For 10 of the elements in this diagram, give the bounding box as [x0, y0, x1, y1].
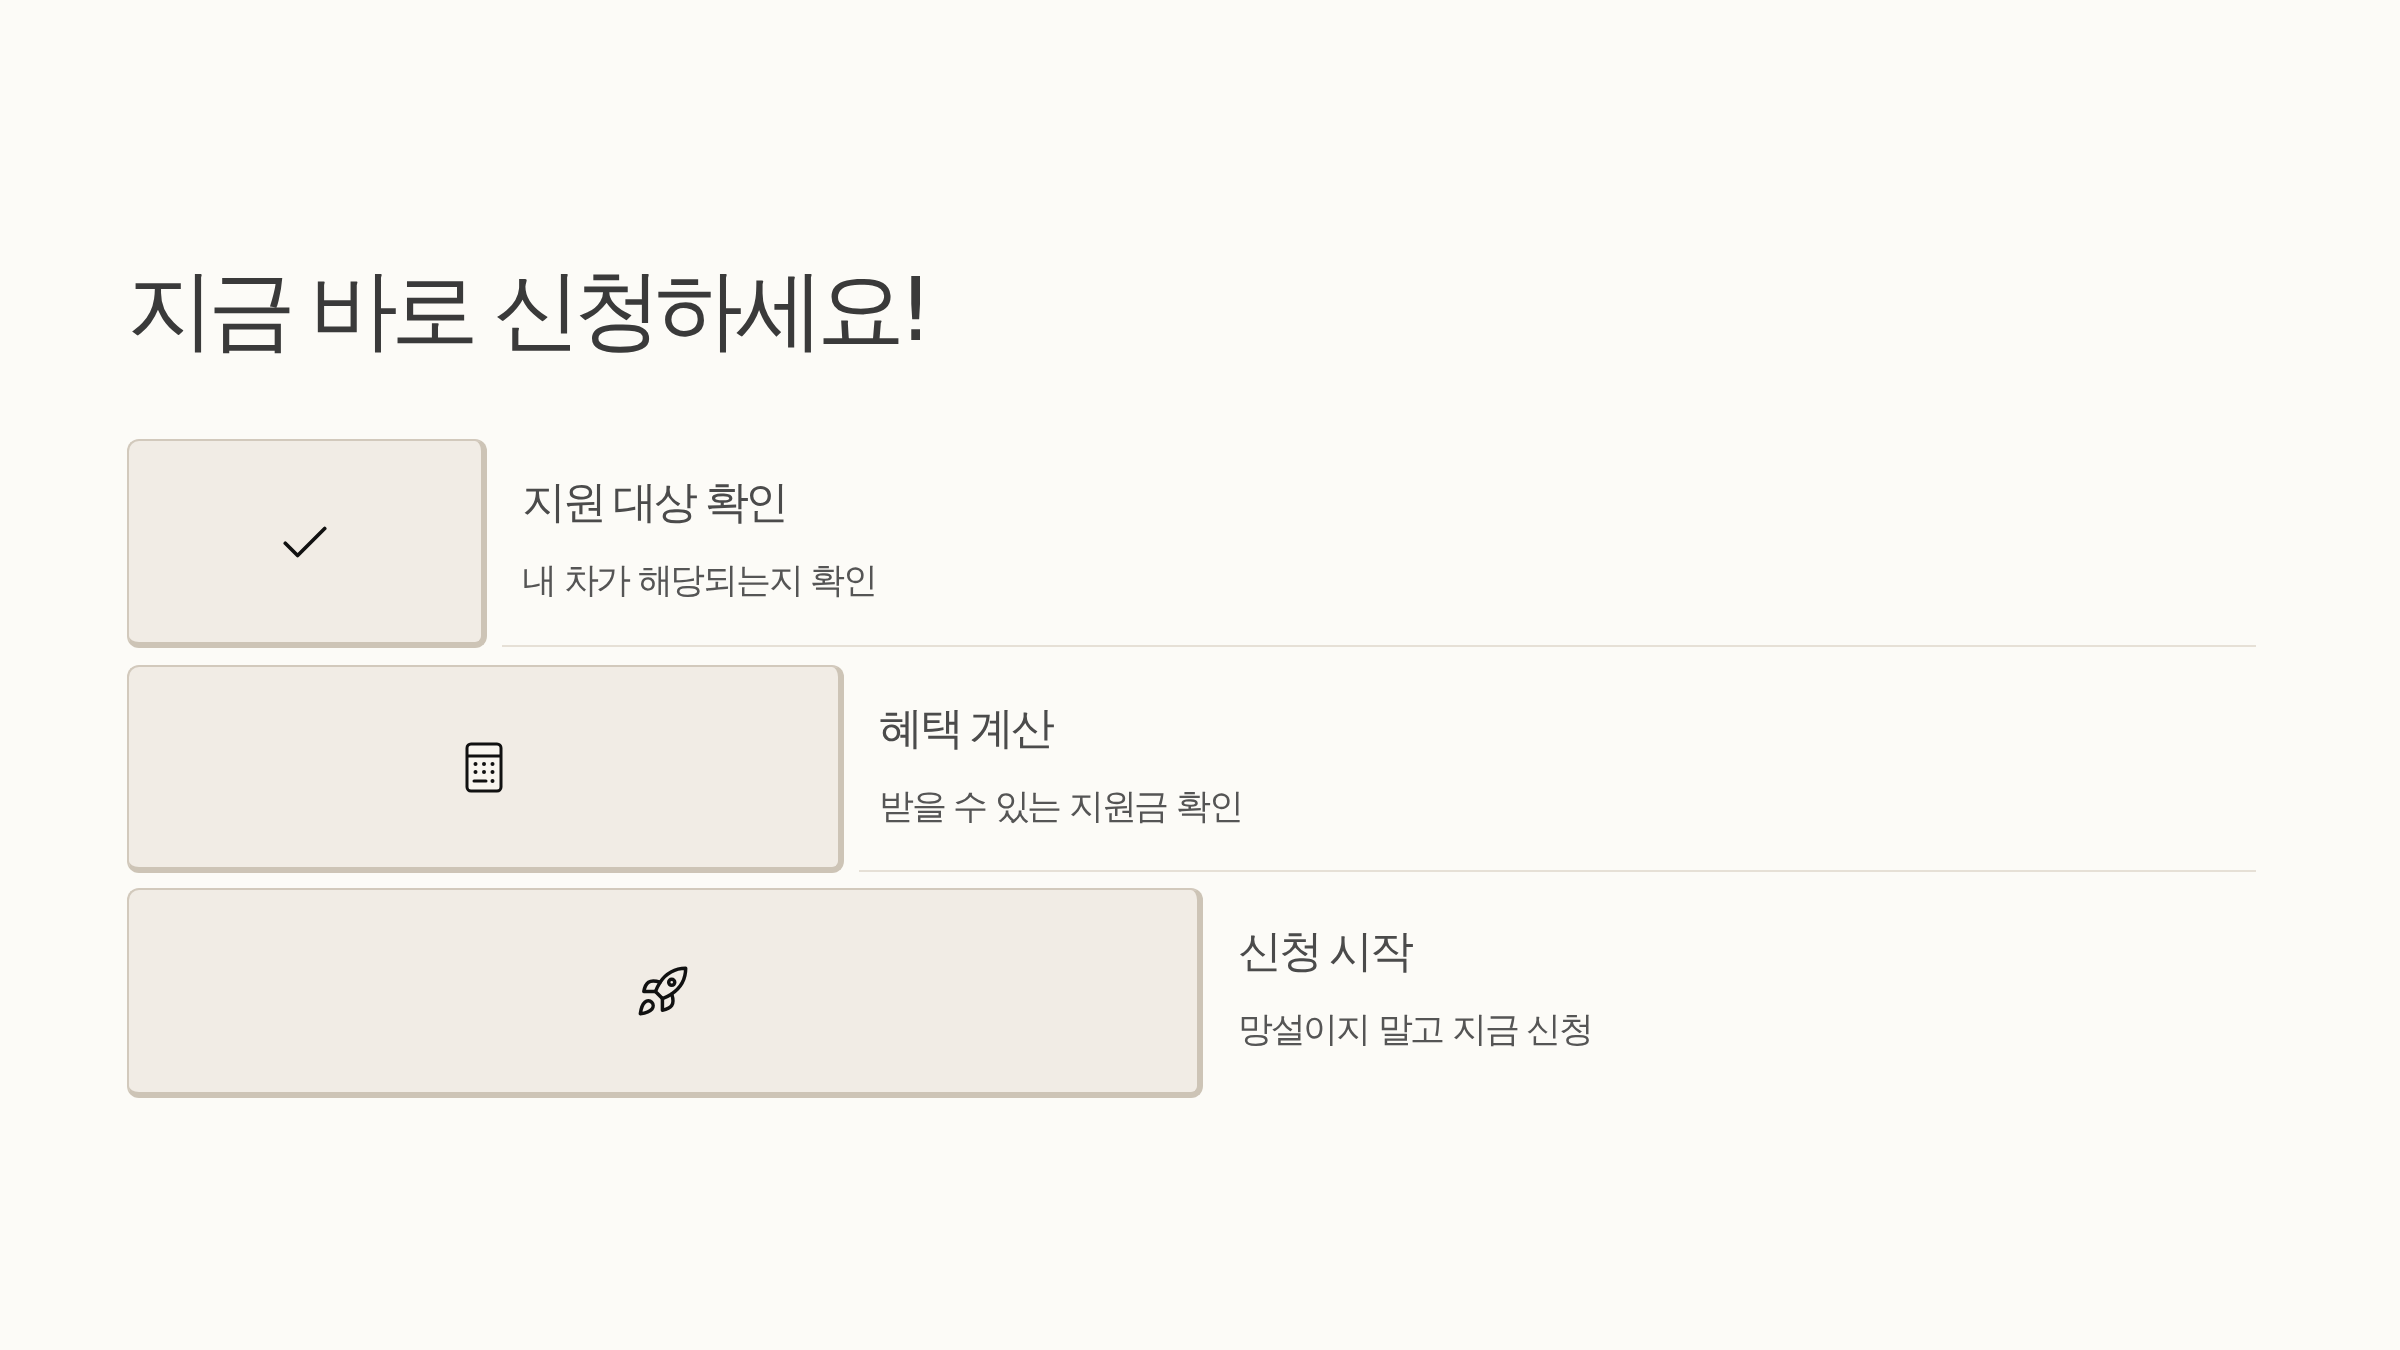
- title: 지금 바로 신청하세요!: [127, 266, 927, 354]
- step-box: [127, 665, 844, 873]
- step-description: 받을 수 있는 지원금 확인: [879, 789, 1242, 824]
- step-heading: 혜택 계산: [879, 706, 1052, 750]
- step-heading: 신청 시작: [1238, 929, 1411, 973]
- step-box: [127, 439, 487, 648]
- step-box: [127, 888, 1203, 1098]
- step-heading: 지원 대상 확인: [522, 480, 786, 524]
- step-description: 내 차가 해당되는지 확인: [522, 563, 876, 598]
- step-description: 망설이지 말고 지금 신청: [1238, 1012, 1592, 1047]
